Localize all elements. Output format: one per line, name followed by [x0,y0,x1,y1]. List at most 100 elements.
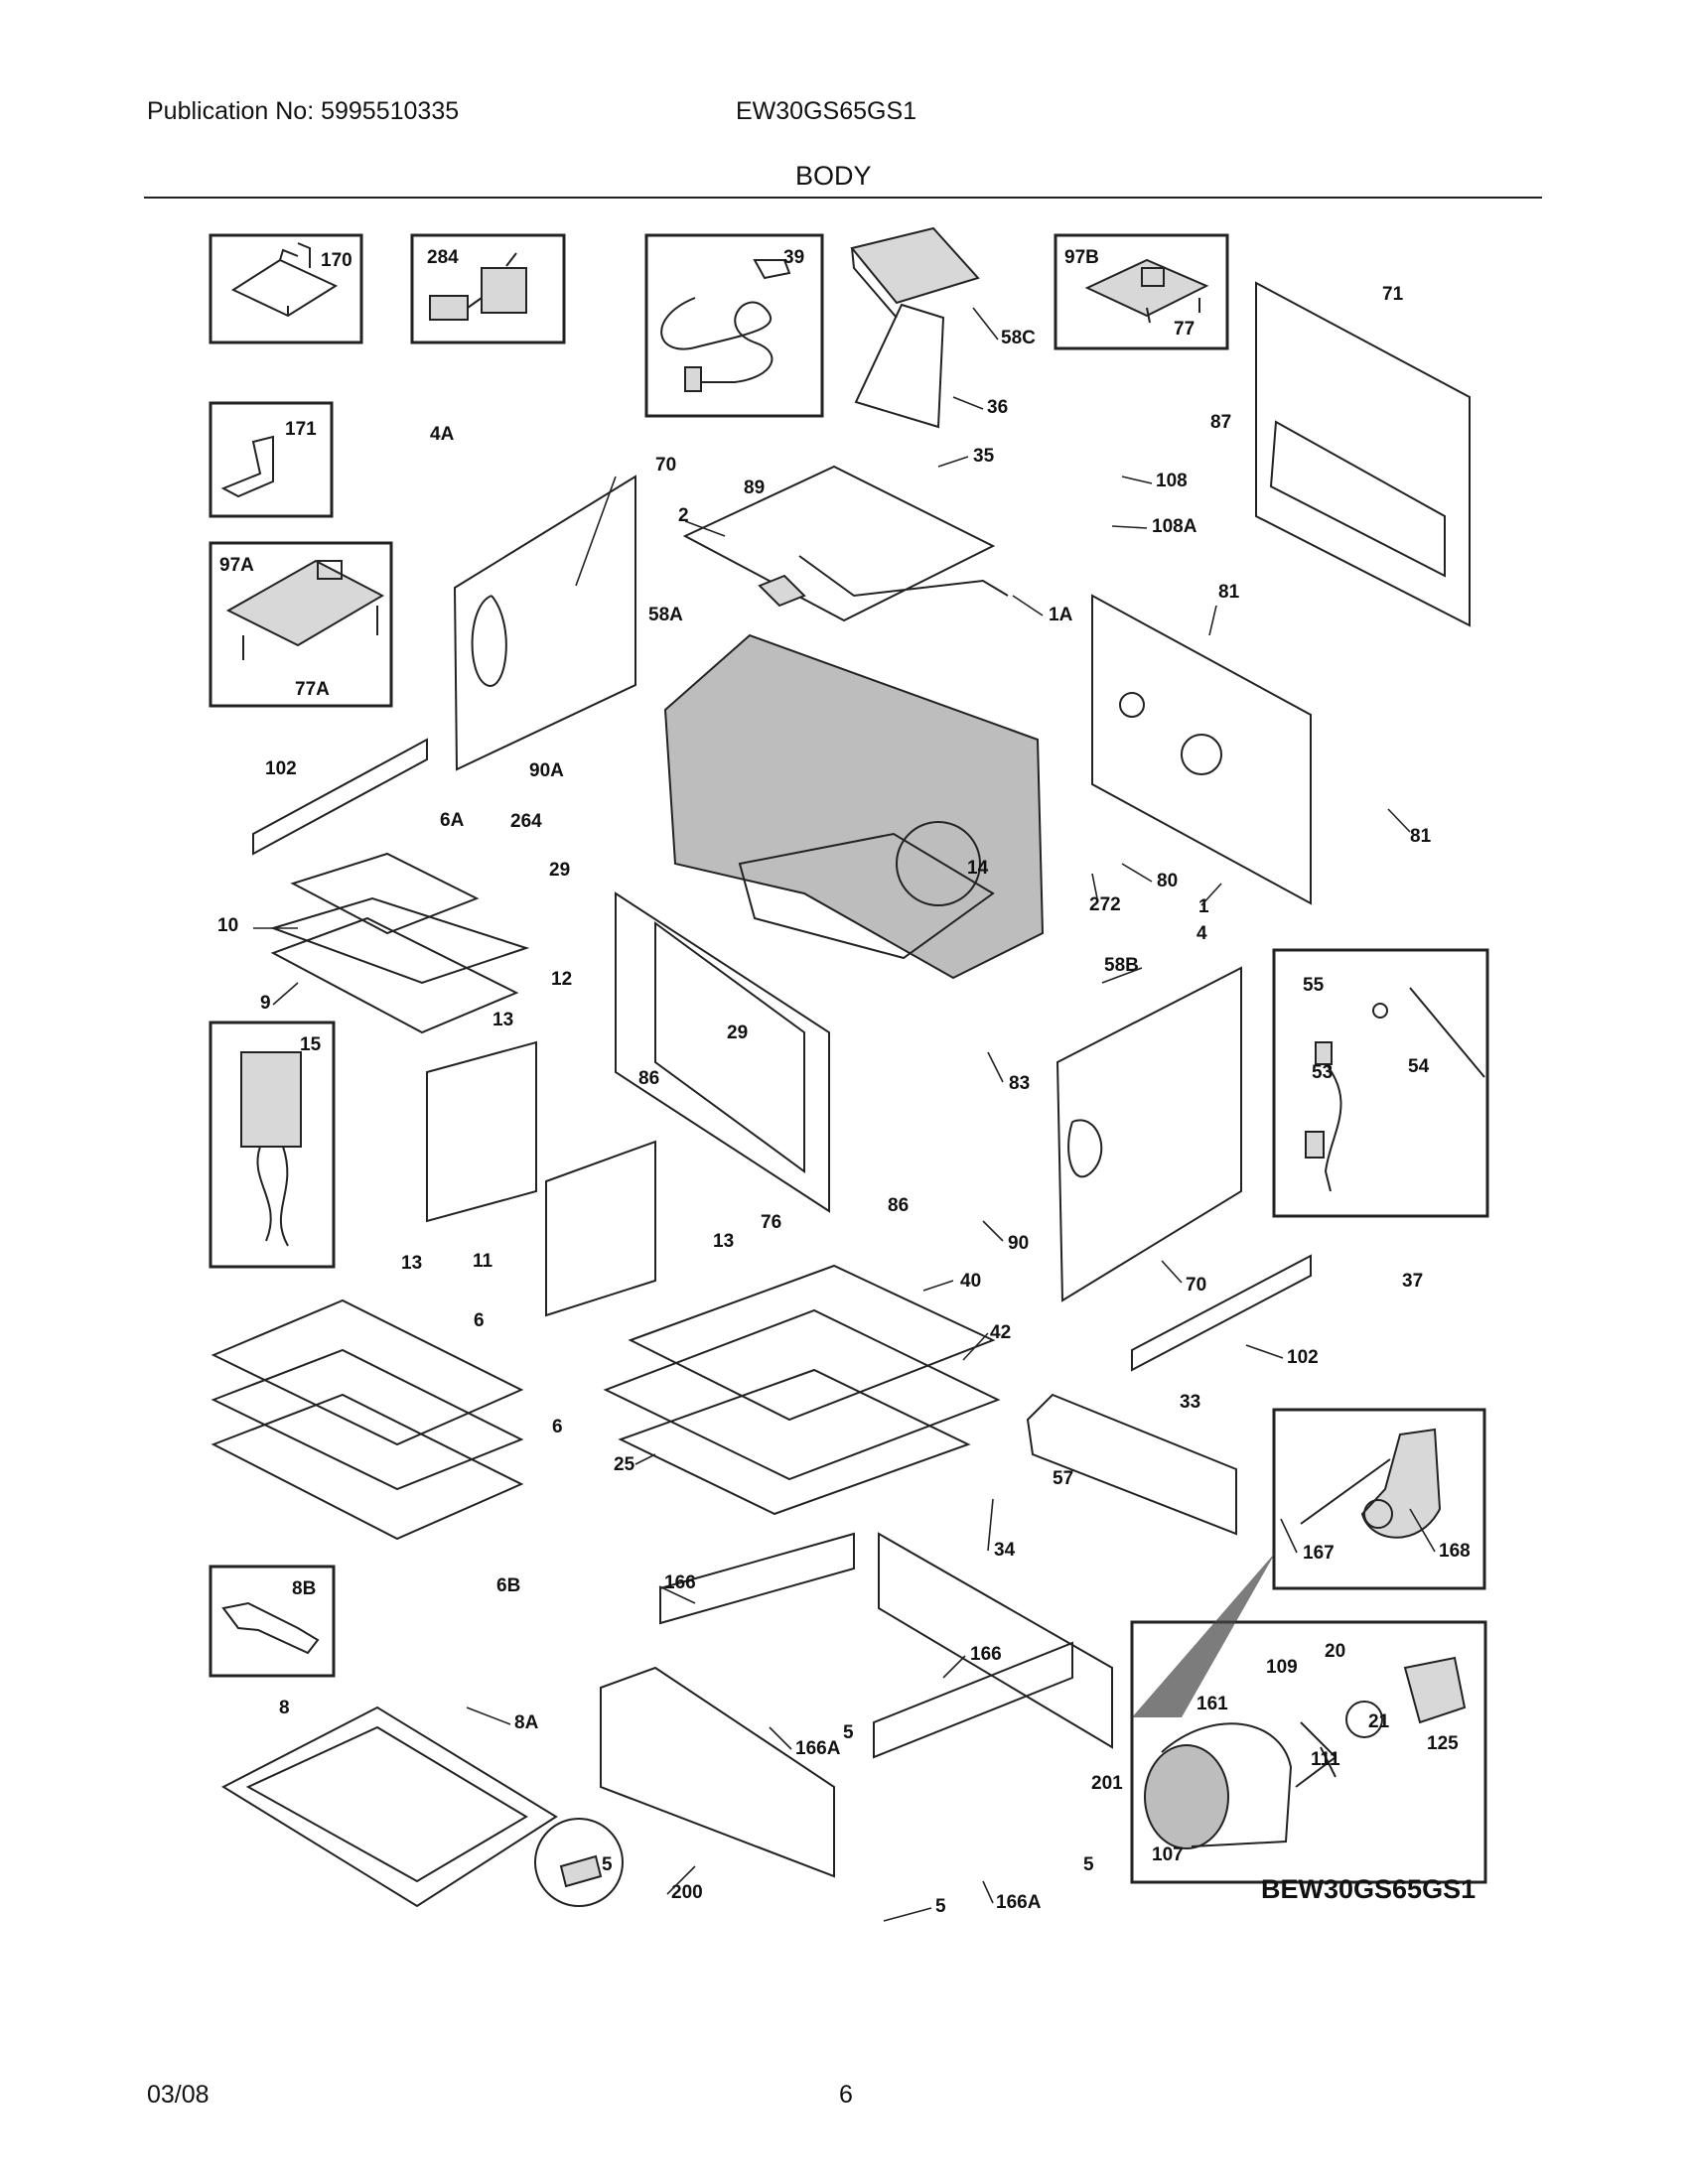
label-89: 89 [744,478,765,498]
label-4A: 4A [430,424,455,445]
label-4: 4 [1196,923,1207,944]
publication-number: Publication No: 5995510335 [147,97,460,125]
label-40: 40 [960,1271,981,1292]
part-rack-6A [269,852,530,1034]
label-171: 171 [285,419,317,440]
label-58A: 58A [648,605,683,625]
label-125: 125 [1427,1733,1459,1754]
label-53: 53 [1312,1062,1333,1083]
label-29: 29 [549,860,570,881]
label-264: 264 [510,811,542,832]
label-90A: 90A [529,760,564,781]
inset-box-97A [209,541,393,708]
inset-box-55-54-53 [1272,948,1489,1218]
label-90: 90 [1008,1233,1029,1254]
label-111: 111 [1311,1749,1340,1770]
label-57: 57 [1053,1468,1073,1489]
label-77: 77 [1174,319,1195,340]
label-34: 34 [994,1540,1016,1561]
label-55: 55 [1303,975,1325,996]
label-70: 70 [1186,1275,1206,1296]
label-81: 81 [1410,826,1432,847]
label-167: 167 [1303,1543,1335,1564]
inset-box-97B [1054,233,1229,350]
inset-box-15 [209,1021,336,1269]
inset-box-170 [209,233,363,344]
label-81: 81 [1218,582,1240,603]
inset-box-39 [644,233,824,418]
label-1A: 1A [1049,605,1073,625]
label-83: 83 [1009,1073,1030,1094]
leader-lines [253,307,1436,1922]
label-284: 284 [427,247,459,268]
part-base-frame-200 [600,1532,1113,1878]
label-76: 76 [761,1212,781,1233]
inset-box-convection-fan [1130,1620,1487,1884]
label-102: 102 [265,758,297,779]
part-top-panel [682,465,1009,622]
inset-box-167-168 [1272,1408,1486,1590]
label-12: 12 [551,969,572,990]
label-97B: 97B [1064,247,1099,268]
model-number: EW30GS65GS1 [736,97,917,125]
label-58B: 58B [1104,955,1139,976]
label-8A: 8A [514,1712,539,1733]
label-166: 166 [664,1572,696,1593]
label-14: 14 [967,858,989,879]
label-77A: 77A [295,679,330,700]
label-108: 108 [1156,471,1188,491]
part-side-panel-left [453,475,636,771]
label-102: 102 [1287,1347,1319,1368]
footer-date: 03/08 [147,2081,210,2109]
part-side-panel-right-70 [1055,966,1242,1302]
label-108A: 108A [1152,516,1197,537]
label-9: 9 [260,993,271,1014]
label-97A: 97A [219,555,254,576]
label-107: 107 [1152,1844,1184,1865]
part-rail-102 [252,738,1312,1372]
label-21: 21 [1368,1711,1390,1732]
label-6: 6 [552,1417,563,1437]
part-top-heat-shield [850,226,980,429]
label-29: 29 [727,1023,748,1043]
label-168: 168 [1439,1541,1471,1562]
label-1: 1 [1198,896,1209,917]
drawing-code: BEW30GS65GS1 [1261,1874,1476,1904]
label-272: 272 [1089,894,1121,915]
label-170: 170 [321,250,352,271]
label-15: 15 [300,1034,322,1055]
label-13: 13 [401,1253,422,1274]
part-rack-guides-11 [426,1040,656,1317]
label-13: 13 [713,1231,734,1252]
label-5: 5 [935,1896,946,1917]
section-title: BODY [795,161,872,191]
label-109: 109 [1266,1657,1298,1678]
label-200: 200 [671,1882,703,1903]
label-166A: 166A [996,1892,1042,1913]
label-8B: 8B [292,1578,316,1599]
label-86: 86 [638,1068,659,1089]
label-161: 161 [1196,1694,1228,1714]
label-20: 20 [1325,1641,1345,1662]
part-rear-panel-71 [1255,281,1471,627]
label-25: 25 [614,1454,635,1475]
label-6A: 6A [440,810,465,831]
part-drip-tray-8 [220,1706,558,1908]
label-5: 5 [602,1854,613,1875]
label-71: 71 [1382,284,1404,305]
part-rear-panel-1 [1091,594,1312,905]
header-divider [144,197,1542,199]
label-80: 80 [1157,871,1178,891]
label-6B: 6B [496,1575,520,1596]
part-labels: 170 284 39 58C 97B 77 71 36 171 4A 70 35… [217,247,1476,1917]
part-oven-cavity [663,633,1045,980]
label-201: 201 [1091,1773,1123,1794]
label-70: 70 [655,455,676,476]
label-13: 13 [492,1010,513,1030]
page-number: 6 [839,2081,853,2109]
label-5: 5 [1083,1854,1094,1875]
inset-box-171 [209,401,334,518]
part-racks-6-6B [211,1298,524,1541]
label-8: 8 [279,1698,290,1718]
